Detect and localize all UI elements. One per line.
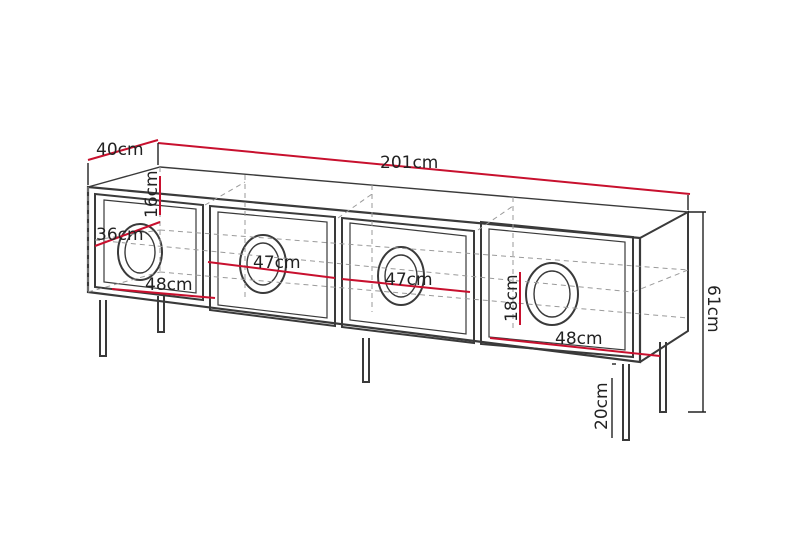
hidden-internal-lines [87, 167, 689, 328]
door-panel-1 [94, 192, 204, 302]
label-right-door-height: 18cm [502, 274, 522, 322]
ring-handle-4 [525, 262, 579, 326]
leg-back-right [659, 342, 667, 413]
dim-line-total-width [157, 142, 691, 195]
label-top-height: 16cm [142, 170, 162, 218]
label-total-width: 201cm [380, 153, 438, 173]
dim-line-door2 [207, 261, 336, 279]
cabinet-side-panel [639, 210, 689, 363]
door-panel-4 [480, 220, 634, 359]
dimension-labels: 40cm 201cm 16cm 36cm 48cm 47cm 47cm 18cm… [96, 140, 723, 430]
door-panel-3 [341, 216, 475, 345]
aux-dimension-lines [87, 143, 706, 438]
door-ring-handles [117, 223, 579, 326]
label-right-width: 48cm [555, 329, 603, 349]
label-door3-width: 47cm [385, 270, 433, 290]
dimension-lines [87, 139, 691, 357]
label-depth: 40cm [96, 140, 144, 160]
dim-line-right-width [489, 337, 661, 357]
ring-handle-1 [117, 223, 163, 281]
door-panel-2 [209, 204, 336, 328]
label-left-width: 48cm [145, 275, 193, 295]
label-door2-width: 47cm [253, 253, 301, 273]
leg-front-right [622, 364, 630, 441]
label-leg-height: 20cm [592, 382, 612, 430]
label-inner-depth: 36cm [96, 225, 144, 245]
dim-line-left-width [111, 288, 216, 299]
ring-handle-3 [377, 246, 425, 306]
dim-line-door3 [341, 278, 471, 293]
ring-handle-2 [239, 234, 287, 294]
label-total-height: 61cm [703, 285, 723, 333]
cabinet-body [86, 166, 691, 364]
cabinet-legs [99, 296, 667, 441]
dim-line-inner-depth [94, 221, 161, 247]
dim-line-depth [87, 139, 159, 161]
leg-back-left [157, 296, 165, 333]
leg-middle [362, 338, 370, 383]
door-insets [103, 199, 626, 351]
leg-front-left [99, 300, 107, 357]
